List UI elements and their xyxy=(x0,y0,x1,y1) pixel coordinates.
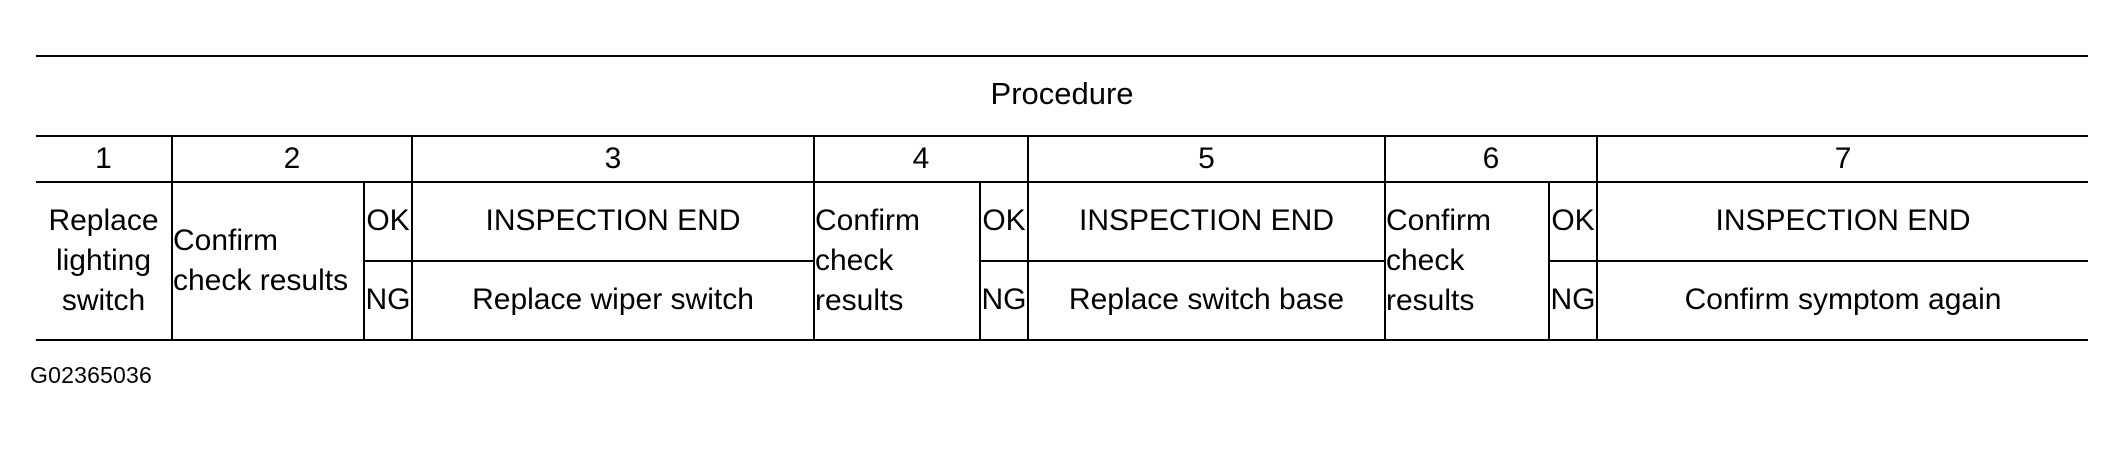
step-1-action: Replace lighting switch xyxy=(48,204,159,317)
step-2-judgement-ng-cell: NG xyxy=(364,260,413,341)
step-2-judgement-ok-cell: OK xyxy=(363,181,413,262)
step-number-5: 5 xyxy=(1198,142,1215,175)
step-number-1: 1 xyxy=(95,142,112,175)
step-4-judgement-ok-cell: OK xyxy=(979,181,1029,262)
step-5-ng-result: Replace switch base xyxy=(1068,283,1345,317)
step-5-ng-result-cell: Replace switch base xyxy=(1027,260,1386,341)
procedure-row-ok: Replace lighting switch Confirm check re… xyxy=(36,181,2089,341)
step-number-7: 7 xyxy=(1834,142,1852,175)
judgement-ng-label: NG xyxy=(365,283,411,317)
procedure-row-ng: NG Replace wiper switch NG Replace switc… xyxy=(36,260,2089,341)
step-1-action-cell: Replace lighting switch xyxy=(36,181,173,341)
step-7-ng-result: Confirm symptom again xyxy=(1684,283,2002,317)
step-number-1-cell: 1 xyxy=(36,135,173,183)
step-number-2-cell: 2 xyxy=(171,135,413,183)
procedure-table: Procedure 1 2 3 4 5 xyxy=(36,55,2089,341)
judgement-ok-label: OK xyxy=(982,204,1026,238)
step-3-ng-result: Replace wiper switch xyxy=(472,283,754,317)
step-number-5-cell: 5 xyxy=(1027,135,1386,183)
step-number-6: 6 xyxy=(1482,142,1500,175)
step-2-action: Confirm check results xyxy=(173,224,349,297)
step-3-ok-result: INSPECTION END xyxy=(485,204,741,238)
figure-id-label: G02365036 xyxy=(30,362,153,388)
step-number-4-cell: 4 xyxy=(813,135,1029,183)
step-6-judgement-ok-cell: OK xyxy=(1548,181,1598,262)
step-number-4: 4 xyxy=(912,142,930,175)
procedure-table-container: Procedure 1 2 3 4 5 xyxy=(36,55,2089,341)
step-5-ok-result: INSPECTION END xyxy=(1078,204,1335,238)
step-2-action-cell: Confirm check results xyxy=(171,181,365,341)
step-3-ok-result-cell: INSPECTION END xyxy=(411,181,815,262)
step-number-3-cell: 3 xyxy=(411,135,815,183)
judgement-ok-label: OK xyxy=(1551,204,1595,238)
step-7-ok-result-cell: INSPECTION END xyxy=(1595,181,2089,262)
step-5-ok-result-cell: INSPECTION END xyxy=(1027,181,1386,262)
step-4-action: Confirm check results xyxy=(815,204,921,317)
table-title-row: Procedure xyxy=(36,55,2089,137)
step-3-ng-result-cell: Replace wiper switch xyxy=(411,260,815,341)
step-number-7-cell: 7 xyxy=(1595,135,2089,183)
step-7-ng-result-cell: Confirm symptom again xyxy=(1595,260,2089,341)
judgement-ng-label: NG xyxy=(981,283,1027,317)
step-number-6-cell: 6 xyxy=(1384,135,1598,183)
judgement-ok-label: OK xyxy=(366,204,410,238)
step-4-action-cell: Confirm check results xyxy=(813,181,981,341)
page-title: Procedure xyxy=(990,76,1134,112)
judgement-ng-label: NG xyxy=(1550,283,1596,317)
step-number-3: 3 xyxy=(604,142,622,175)
step-6-action: Confirm check results xyxy=(1386,204,1492,317)
step-number-2: 2 xyxy=(283,142,301,175)
step-4-judgement-ng-cell: NG xyxy=(979,260,1029,341)
step-6-judgement-ng-cell: NG xyxy=(1548,260,1598,341)
step-number-row: 1 2 3 4 5 6 7 xyxy=(36,135,2089,183)
table-title-cell: Procedure xyxy=(36,55,2089,137)
step-7-ok-result: INSPECTION END xyxy=(1715,204,1971,238)
step-6-action-cell: Confirm check results xyxy=(1384,181,1550,341)
